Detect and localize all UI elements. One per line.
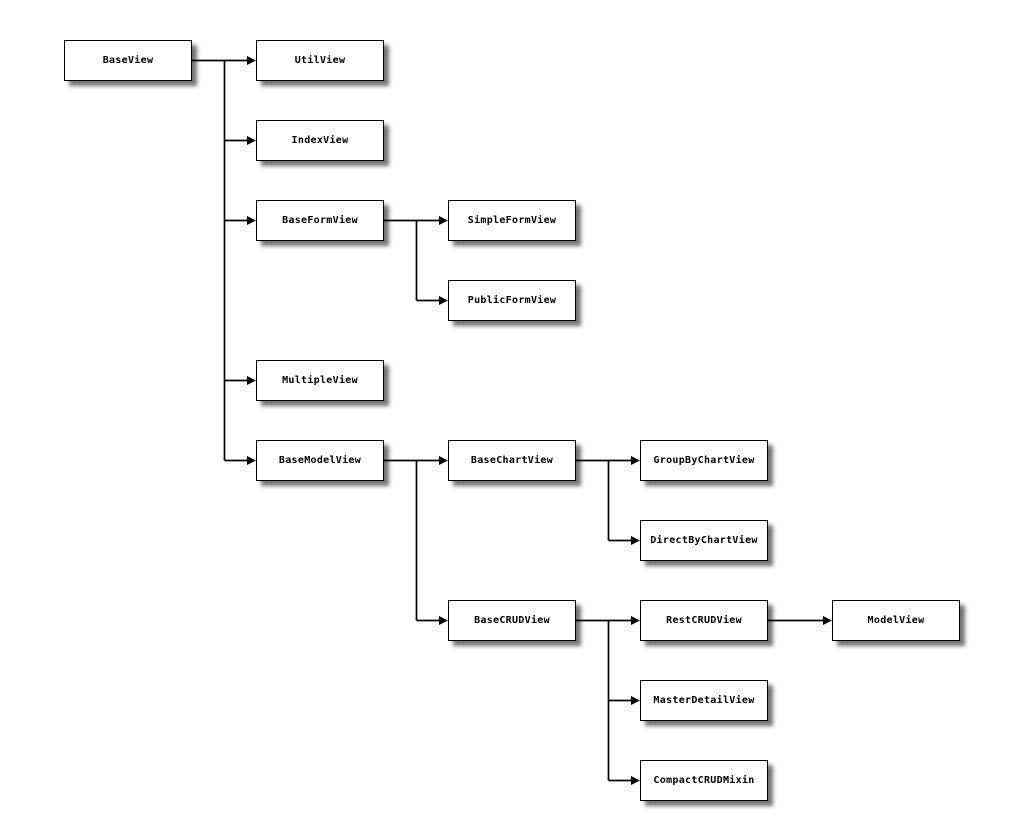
arrowhead-icon <box>823 616 832 625</box>
edge-group-basemodelview <box>384 456 448 625</box>
node-basemodelview: BaseModelView <box>256 440 384 481</box>
arrowhead-icon <box>247 376 256 385</box>
node-indexview: IndexView <box>256 120 384 161</box>
node-label: MasterDetailView <box>653 695 755 706</box>
node-utilview: UtilView <box>256 40 384 81</box>
node-restcrudview: RestCRUDView <box>640 600 768 641</box>
arrowhead-icon <box>631 776 640 785</box>
node-publicformview: PublicFormView <box>448 280 576 321</box>
node-label: PublicFormView <box>467 295 557 306</box>
arrowhead-icon <box>439 456 448 465</box>
arrowhead-icon <box>247 456 256 465</box>
node-label: BaseCRUDView <box>474 615 550 626</box>
arrowhead-icon <box>631 616 640 625</box>
node-baseformview: BaseFormView <box>256 200 384 241</box>
arrowhead-icon <box>439 616 448 625</box>
node-label: BaseFormView <box>282 215 358 226</box>
node-multipleview: MultipleView <box>256 360 384 401</box>
node-simpleformview: SimpleFormView <box>448 200 576 241</box>
edge-group-basecrudview <box>576 616 640 785</box>
node-label: BaseChartView <box>470 455 554 466</box>
node-label: SimpleFormView <box>467 215 557 226</box>
node-label: UtilView <box>294 55 346 66</box>
node-label: MultipleView <box>282 375 358 386</box>
edge-group-baseview <box>192 56 256 465</box>
node-baseview: BaseView <box>64 40 192 81</box>
node-label: BaseModelView <box>278 455 362 466</box>
node-masterdetailview: MasterDetailView <box>640 680 768 721</box>
node-label: RestCRUDView <box>666 615 742 626</box>
node-groupbychartview: GroupByChartView <box>640 440 768 481</box>
edge-group-baseformview <box>384 216 448 305</box>
arrowhead-icon <box>631 536 640 545</box>
node-directbychartview: DirectByChartView <box>640 520 768 561</box>
arrowhead-icon <box>247 56 256 65</box>
node-label: GroupByChartView <box>653 455 755 466</box>
arrowhead-icon <box>247 216 256 225</box>
arrowhead-icon <box>631 696 640 705</box>
node-label: DirectByChartView <box>650 535 758 546</box>
node-compactcrudmixin: CompactCRUDMixin <box>640 760 768 801</box>
arrowhead-icon <box>439 216 448 225</box>
node-basechartview: BaseChartView <box>448 440 576 481</box>
node-label: BaseView <box>102 55 154 66</box>
node-modelview: ModelView <box>832 600 960 641</box>
edge-group-basechartview <box>576 456 640 545</box>
node-label: IndexView <box>291 135 349 146</box>
node-label: ModelView <box>867 615 925 626</box>
node-basecrudview: BaseCRUDView <box>448 600 576 641</box>
arrowhead-icon <box>631 456 640 465</box>
arrowhead-icon <box>247 136 256 145</box>
arrowhead-icon <box>439 296 448 305</box>
edge-group-restcrudview <box>768 616 832 625</box>
node-label: CompactCRUDMixin <box>653 775 755 786</box>
